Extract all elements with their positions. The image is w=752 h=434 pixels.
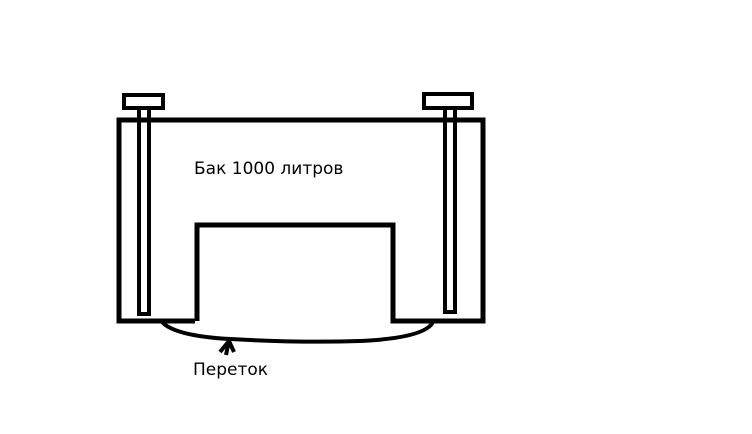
left-pipe-cap xyxy=(122,93,165,110)
tank-label: Бак 1000 литров xyxy=(194,159,343,179)
overflow-pipe xyxy=(160,320,435,344)
tank-outline xyxy=(116,117,486,324)
right-pipe-cap xyxy=(422,92,474,110)
right-pipe xyxy=(443,106,457,314)
left-pipe xyxy=(137,106,151,316)
overflow-label: Переток xyxy=(193,360,268,380)
arrow-icon xyxy=(218,337,236,356)
